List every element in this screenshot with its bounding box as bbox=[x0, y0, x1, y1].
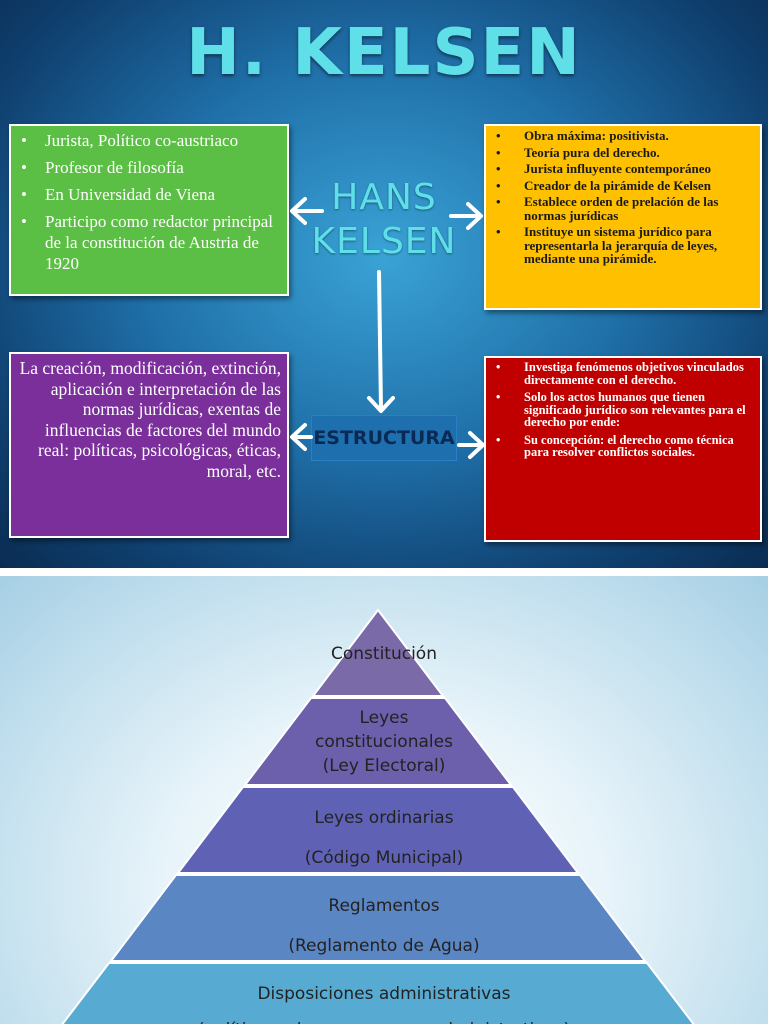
pyramid-level-label: Leyes ordinarias bbox=[314, 808, 454, 828]
pyramid-level-label: Leyes bbox=[359, 708, 409, 728]
slide-divider bbox=[0, 568, 768, 576]
works-item: Jurista influyente contemporáneo bbox=[494, 162, 754, 176]
arrow-right-top-icon bbox=[449, 202, 483, 230]
bio-box: Jurista, Político co-austriaco Profesor … bbox=[9, 124, 289, 296]
method-item: Investiga fenómenos objetivos vinculados… bbox=[494, 361, 752, 386]
kelsen-pyramid bbox=[61, 608, 695, 1024]
arrow-left-bottom-icon bbox=[290, 423, 313, 451]
theory-text: La creación, modificación, extinción, ap… bbox=[19, 358, 281, 481]
method-box: Investiga fenómenos objetivos vinculados… bbox=[484, 356, 762, 542]
pyramid-level-4 bbox=[108, 874, 648, 962]
center-title-line1: HANS bbox=[331, 177, 437, 218]
works-list: Obra máxima: positivista. Teoría pura de… bbox=[494, 129, 754, 266]
pyramid-level-1-text: Constitución bbox=[0, 644, 768, 664]
pyramid-level-example: (Reglamento de Agua) bbox=[288, 936, 480, 956]
works-item: Creador de la pirámide de Kelsen bbox=[494, 178, 754, 193]
works-item: Instituye un sistema jurídico para repre… bbox=[494, 225, 754, 266]
method-list: Investiga fenómenos objetivos vinculados… bbox=[494, 361, 752, 459]
estructura-label: ESTRUCTURA bbox=[311, 415, 457, 461]
pyramid-level-example: (Ley Electoral) bbox=[322, 756, 446, 776]
pyramid-level-label: Disposiciones administrativas bbox=[257, 984, 511, 1004]
works-item: Teoría pura del derecho. bbox=[494, 145, 754, 160]
method-item: Solo los actos humanos que tienen signif… bbox=[494, 391, 752, 429]
theory-box: La creación, modificación, extinción, ap… bbox=[9, 352, 289, 538]
pyramid-level-example: (políticas, planes y normas administrati… bbox=[0, 1012, 768, 1024]
slide-kelsen-pyramid: Constitución Leyes constitucionales (Ley… bbox=[0, 576, 768, 1024]
center-title-line2: KELSEN bbox=[311, 221, 457, 262]
pyramid-level-4-text: Reglamentos (Reglamento de Agua) bbox=[0, 886, 768, 966]
pyramid-level-2 bbox=[242, 697, 514, 786]
works-item: Obra máxima: positivista. bbox=[494, 129, 754, 143]
pyramid-level-1 bbox=[310, 608, 446, 697]
pyramid-level-label: Constitución bbox=[331, 644, 437, 664]
center-title: HANS KELSEN bbox=[300, 176, 468, 264]
pyramid-level-example: (Código Municipal) bbox=[304, 848, 464, 868]
slide-title: H. KELSEN bbox=[186, 16, 582, 90]
method-item: Su concepción: el derecho como técnica p… bbox=[494, 433, 752, 459]
bio-item: Jurista, Político co-austriaco bbox=[19, 130, 279, 151]
arrow-right-bottom-icon bbox=[457, 431, 485, 459]
works-box: Obra máxima: positivista. Teoría pura de… bbox=[484, 124, 762, 310]
works-item: Establece orden de prelación de las norm… bbox=[494, 195, 754, 222]
bio-list: Jurista, Político co-austriaco Profesor … bbox=[19, 130, 279, 274]
bio-item: Profesor de filosofía bbox=[19, 157, 279, 178]
slide-kelsen-overview: H. KELSEN Jurista, Político co-austriaco… bbox=[0, 0, 768, 568]
connector-arrows bbox=[0, 0, 768, 568]
pyramid-level-label: constitucionales bbox=[315, 732, 453, 752]
bio-item: Participo como redactor principal de la … bbox=[19, 211, 279, 274]
arrow-left-top-icon bbox=[290, 197, 324, 225]
pyramid-level-3-text: Leyes ordinarias (Código Municipal) bbox=[0, 798, 768, 878]
arrow-down-icon bbox=[367, 270, 395, 413]
pyramid-level-5 bbox=[61, 962, 695, 1024]
bio-item: En Universidad de Viena bbox=[19, 184, 279, 205]
pyramid-level-3 bbox=[175, 786, 581, 874]
pyramid-level-2-text: Leyes constitucionales (Ley Electoral) bbox=[0, 706, 768, 778]
pyramid-level-label: Reglamentos bbox=[328, 896, 440, 916]
pyramid-level-5-text: Disposiciones administrativas (políticas… bbox=[0, 976, 768, 1024]
